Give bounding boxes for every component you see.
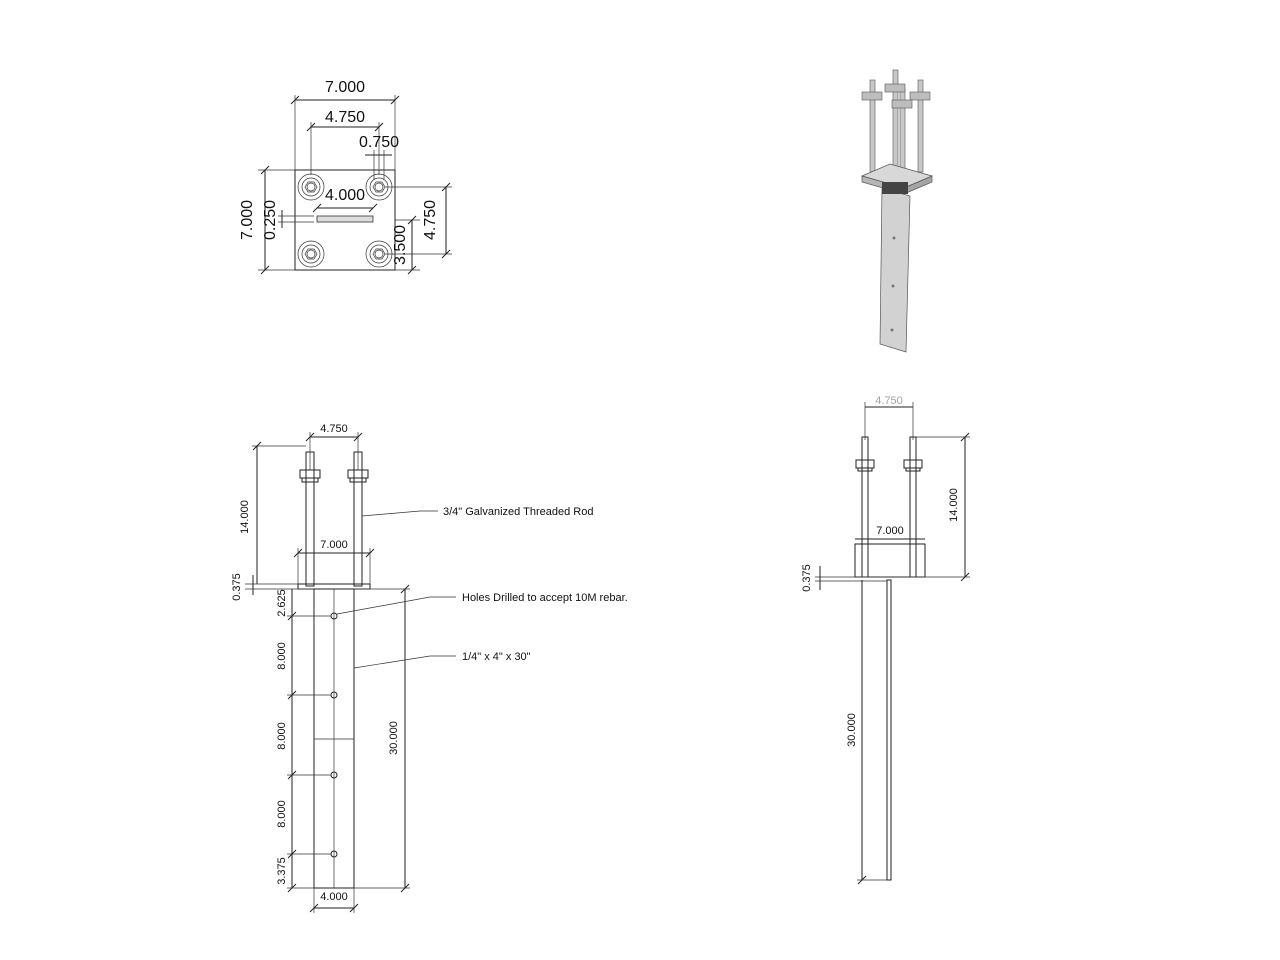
threaded-rod [909, 436, 917, 578]
threaded-rod [353, 451, 363, 587]
dim-plate-thickness: 0.375 [231, 573, 243, 601]
dim-bolt-dia: 0.750 [359, 134, 399, 151]
dim-overall-width: 7.000 [325, 79, 365, 96]
dim-hole-spacing: 8.000 [276, 642, 288, 670]
dim-hole-spacing: 8.000 [276, 800, 288, 828]
dim-rod-height: 14.000 [948, 488, 960, 522]
threaded-rod [861, 436, 869, 578]
bolt-icon [297, 240, 325, 268]
dim-plate-width: 7.000 [876, 525, 904, 537]
dim-plate-thickness: 0.375 [801, 564, 813, 592]
dim-top-partial: 4.750 [875, 395, 903, 407]
dim-blade-length: 30.000 [388, 721, 400, 755]
dim-rod-spacing: 4.750 [320, 423, 348, 435]
dim-blade-width: 4.000 [320, 891, 348, 903]
threaded-rod [305, 451, 315, 587]
callout-rod: 3/4" Galvanized Threaded Rod [443, 506, 593, 518]
base-plate [854, 543, 926, 578]
bolt-icon [297, 173, 325, 201]
blade-edge [886, 579, 892, 881]
dim-overall-height: 7.000 [239, 200, 256, 240]
bracket-3d-icon [860, 69, 934, 353]
dim-offset-v: 3.500 [392, 225, 409, 265]
blade-slot [316, 215, 374, 223]
dim-rod-height: 14.000 [239, 500, 251, 534]
side-view: 4.750 14.000 7.000 0.375 30.000 [801, 395, 970, 885]
dim-blade-length: 30.000 [846, 713, 858, 747]
dim-hole-spacing: 8.000 [276, 722, 288, 750]
dim-first-hole: 2.625 [276, 589, 288, 617]
callout-blade: 1/4" x 4" x 30" [462, 651, 531, 663]
dim-slot-width: 0.250 [262, 200, 279, 240]
dim-plate-width: 7.000 [320, 539, 348, 551]
dim-slot-length: 4.000 [325, 187, 365, 204]
dim-last-hole: 3.375 [276, 857, 288, 885]
dim-bolt-spacing-h: 4.750 [325, 109, 365, 126]
callout-holes: Holes Drilled to accept 10M rebar. [462, 592, 628, 604]
front-view: 4.750 14.000 7.000 0.375 2.625 8.000 8.0… [231, 423, 628, 913]
dim-bolt-spacing-v: 4.750 [422, 200, 439, 240]
plan-view: 7.000 4.750 0.750 4.000 7.000 0.250 4.75 [239, 79, 452, 275]
